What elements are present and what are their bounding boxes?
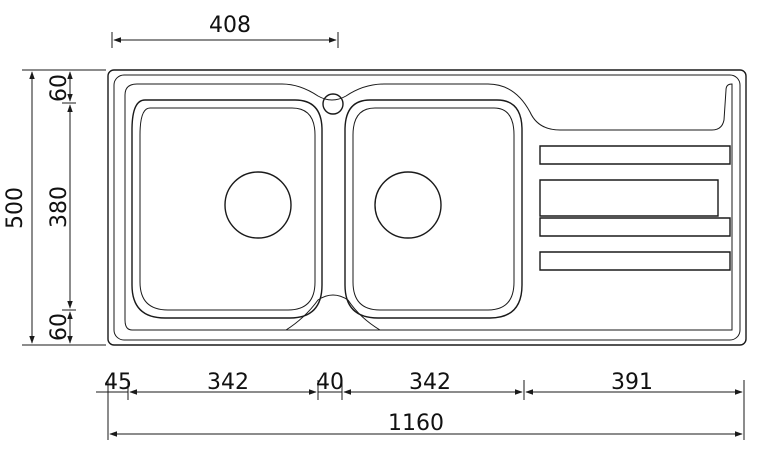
right-bowl (344, 99, 523, 319)
dimension-tap-offset: 408 (111, 13, 339, 48)
label-left-margin: 45 (104, 370, 132, 395)
drainer-ribs (539, 145, 731, 271)
dimension-bowl-depth: 60 380 60 (47, 71, 76, 344)
label-bowl-gap: 40 (316, 370, 344, 395)
dimension-overall-depth: 500 (3, 69, 106, 346)
label-bowl-width-left: 342 (207, 370, 249, 395)
left-drain (224, 171, 292, 239)
dimension-overall-width: 1160 (109, 411, 743, 437)
label-overall-width: 1160 (388, 411, 444, 436)
deck-contour (124, 83, 733, 331)
label-bowl-depth: 380 (47, 186, 72, 228)
label-overall-depth: 500 (3, 187, 28, 229)
bowl-divider (285, 294, 381, 331)
left-bowl (131, 99, 323, 319)
label-bowl-width-right: 342 (409, 370, 451, 395)
label-tap-offset: 408 (209, 13, 251, 38)
dimension-segments: 45 342 40 342 391 (96, 370, 745, 440)
label-drainer-width: 391 (611, 370, 653, 395)
right-drain (374, 171, 442, 239)
sink-outline (107, 69, 747, 346)
tap-hole (322, 93, 344, 115)
label-top-margin: 60 (47, 74, 72, 102)
label-bottom-margin: 60 (47, 313, 72, 341)
